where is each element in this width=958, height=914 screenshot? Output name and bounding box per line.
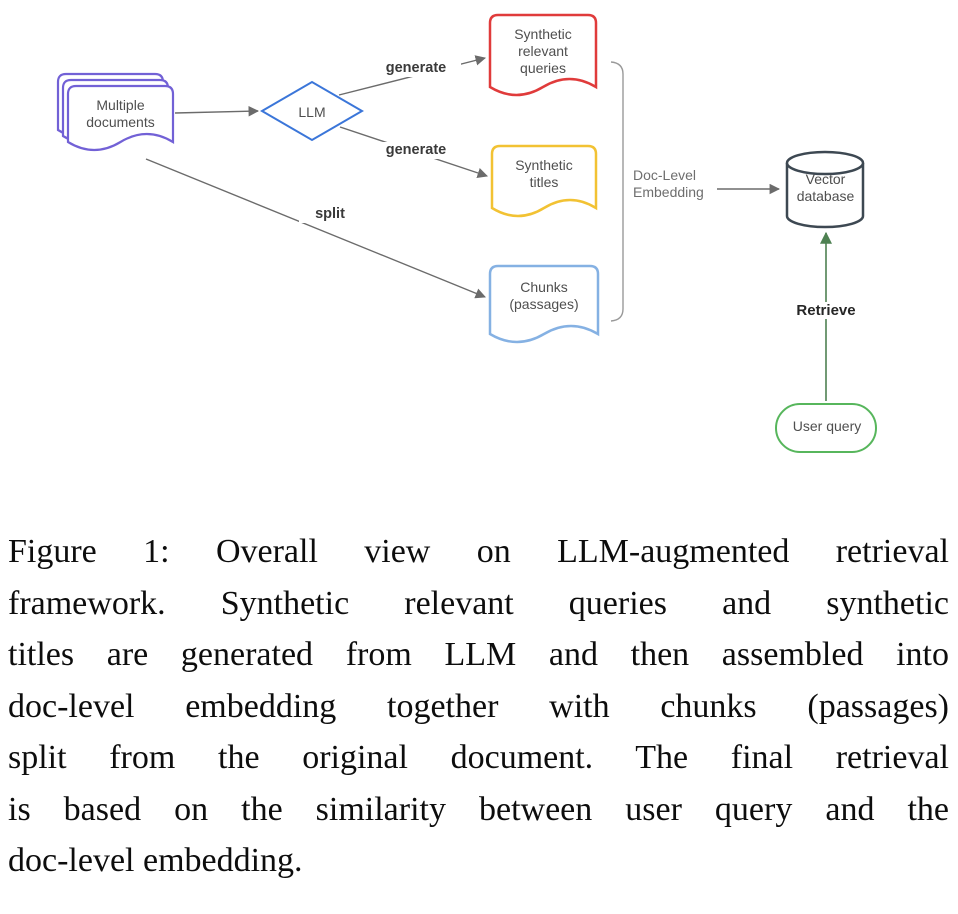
chunks-shape	[488, 264, 600, 344]
synthetic-titles-shape	[490, 144, 598, 218]
generate-top-label: generate	[371, 60, 461, 77]
arrow-docs-to-llm	[174, 105, 260, 117]
caption-line: framework. Synthetic relevant queries an…	[8, 584, 949, 622]
synthetic-titles-label: Synthetic titles	[515, 157, 573, 191]
vector-database-label: Vector database	[796, 171, 855, 205]
flow-diagram	[56, 13, 877, 453]
caption-line: split from the original document. The fi…	[8, 739, 949, 776]
caption-line: Figure 1: Overall view on LLM-augmented …	[8, 533, 949, 570]
vector-database-cylinder	[785, 150, 865, 229]
multiple-documents-label: Multiple documents	[86, 97, 155, 131]
cylinder-body	[785, 163, 865, 229]
synthetic-queries-shape	[488, 13, 598, 97]
arrow-docs-to-chunks	[145, 158, 486, 299]
caption-line: titles are generated from LLM and then a…	[8, 636, 949, 673]
generate-bottom-label: generate	[371, 142, 461, 159]
user-query-label: User query	[792, 418, 862, 434]
cylinder-top	[785, 150, 865, 176]
grouping-bracket	[610, 61, 624, 322]
llm-label: LLM	[298, 104, 326, 120]
figure-caption: Figure 1: Overall view on LLM-augmented …	[8, 526, 949, 887]
document-shape-front	[66, 84, 175, 152]
caption-line: doc-level embedding.	[8, 842, 303, 879]
llm-diamond	[260, 80, 364, 142]
multiple-documents-shape	[56, 72, 175, 152]
synthetic-queries-label: Synthetic relevant queries	[514, 26, 572, 77]
chunks-label: Chunks (passages)	[509, 279, 579, 313]
retrieve-label: Retrieve	[780, 302, 872, 320]
split-label: split	[299, 206, 361, 223]
user-query-shape	[775, 403, 877, 453]
doc-level-embedding-label: Doc-Level Embedding	[633, 167, 704, 201]
caption-line: doc-level embedding together with chunks…	[8, 687, 949, 725]
caption-line: is based on the similarity between user …	[8, 790, 949, 828]
